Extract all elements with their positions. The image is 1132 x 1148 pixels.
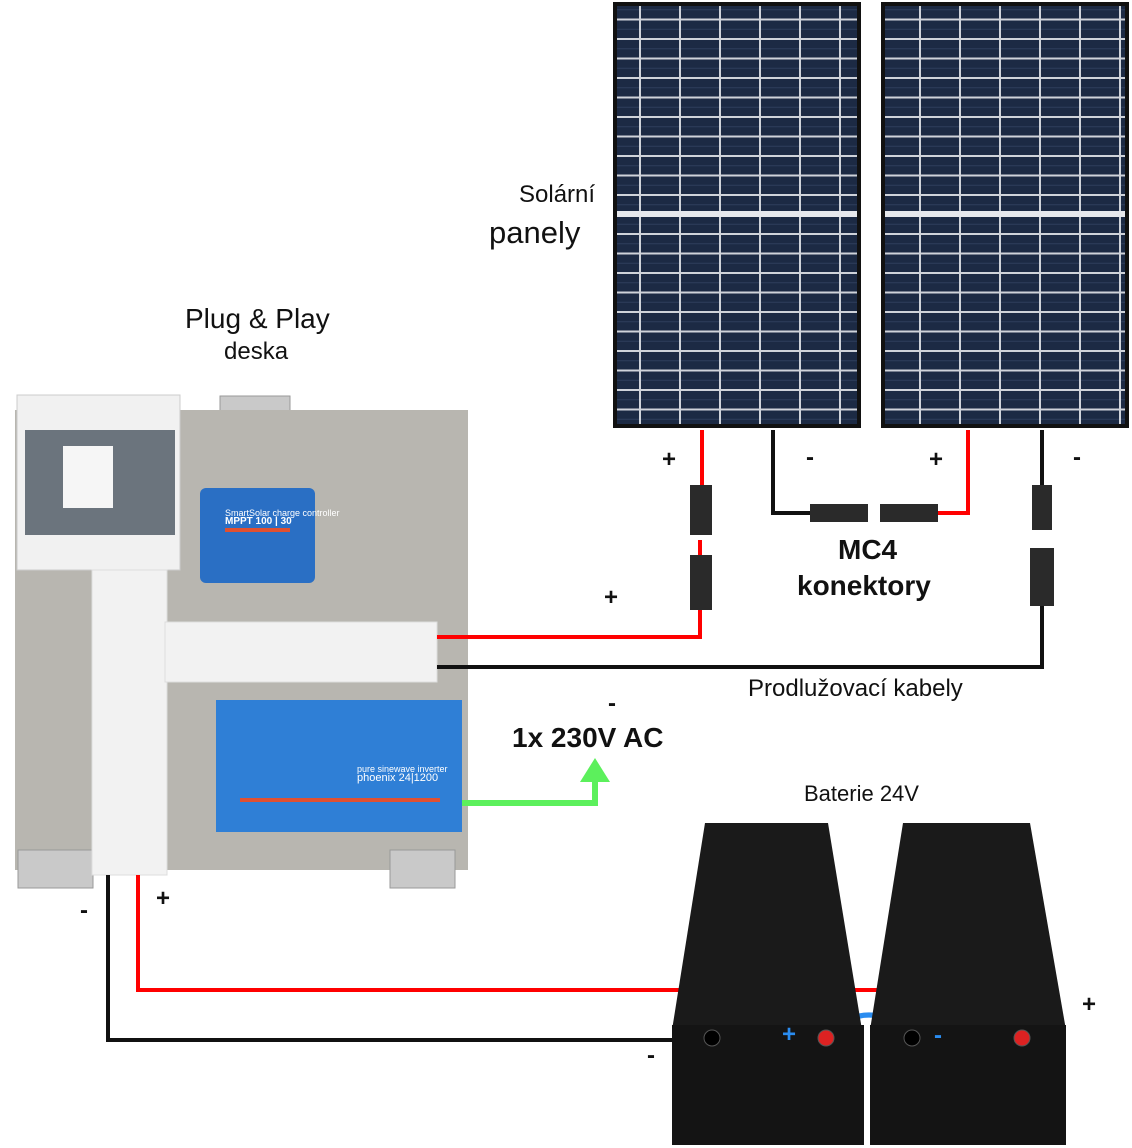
ac-output-line <box>462 775 598 806</box>
mc4-connectors <box>690 485 1054 610</box>
mc4-label-2: konektory <box>797 570 931 601</box>
solar-label-2: panely <box>489 215 581 250</box>
mc4-label-1: MC4 <box>838 534 898 565</box>
minus-sign: - <box>647 1042 655 1069</box>
bridge-minus-sign: - <box>934 1022 942 1049</box>
battery-cable-negative <box>106 875 712 1042</box>
minus-sign: - <box>806 444 814 471</box>
mppt-subtitle: SmartSolar charge controller <box>225 508 340 518</box>
inverter-subtitle: pure sinewave inverter <box>357 764 448 774</box>
solar-panel-2 <box>881 2 1129 428</box>
solar-panel-1 <box>613 2 861 428</box>
panel2-positive-cable <box>930 430 970 515</box>
board-label-1: Plug & Play <box>185 303 330 334</box>
mppt-model: MPPT 100 | 30 <box>225 516 292 527</box>
ac-arrow-head <box>580 758 610 782</box>
plus-sign: + <box>604 584 619 611</box>
battery-1 <box>672 823 864 1145</box>
extension-cable-negative <box>437 560 1044 669</box>
inverter-model: phoenix 24|1200 <box>357 772 439 784</box>
extension-label: Prodlužovací kabely <box>748 675 963 702</box>
panel1-negative-cable <box>771 430 830 515</box>
extension-cable-positive <box>437 540 702 639</box>
plug-and-play-board <box>15 394 468 889</box>
minus-sign: - <box>608 690 616 717</box>
battery-2 <box>870 823 1066 1145</box>
plus-sign: + <box>1082 991 1097 1018</box>
plus-sign: + <box>662 446 677 473</box>
minus-sign: - <box>80 897 88 924</box>
bridge-plus-sign: + <box>782 1021 797 1048</box>
plus-sign: + <box>156 885 171 912</box>
solar-label-1: Solární <box>519 181 596 208</box>
battery-label: Baterie 24V <box>804 781 919 806</box>
minus-sign: - <box>1073 444 1081 471</box>
ac-output-label: 1x 230V AC <box>512 722 664 753</box>
plus-sign: + <box>929 446 944 473</box>
board-label-2: deska <box>224 338 289 365</box>
